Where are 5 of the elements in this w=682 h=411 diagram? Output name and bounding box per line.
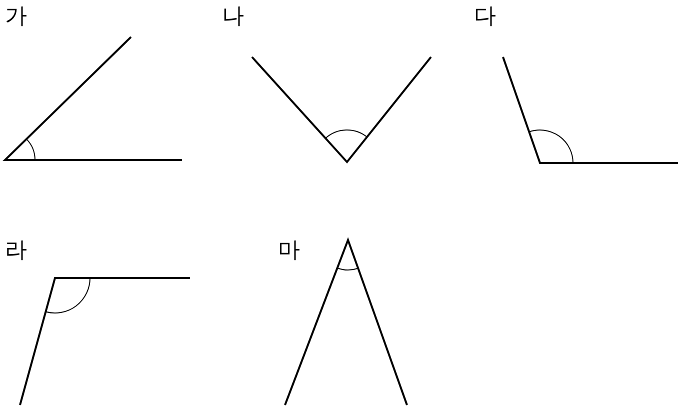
figure-label: 가: [5, 4, 27, 30]
figure-label: 마: [278, 238, 300, 264]
figure-label: 나: [222, 4, 244, 30]
figure-label: 라: [5, 238, 27, 264]
figure-label: 다: [474, 4, 496, 30]
